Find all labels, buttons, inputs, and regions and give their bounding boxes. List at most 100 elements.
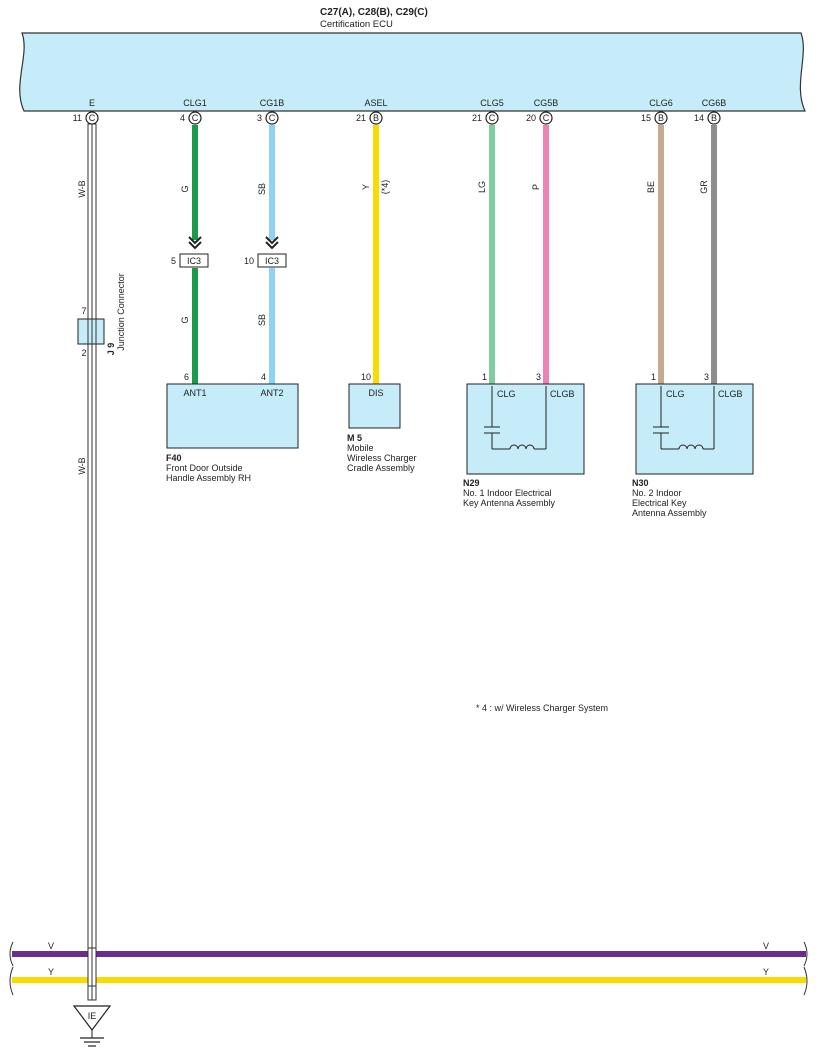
ecu-pin-asel: 21 B <box>356 111 383 125</box>
terminal-e-label: E <box>89 98 95 108</box>
m5-line3: Cradle Assembly <box>347 463 415 473</box>
wire-label-w-b-upper: W-B <box>77 180 87 197</box>
terminal-clg5-label: CLG5 <box>480 98 504 108</box>
n30-lc-circuit <box>653 386 715 450</box>
n30-line3: Antenna Assembly <box>632 508 707 518</box>
f40-terminal-2: ANT2 <box>260 388 283 398</box>
bus-label-y-right: Y <box>763 967 769 977</box>
ic3-label-left: IC3 <box>187 256 201 266</box>
n29-pin-2: 3 <box>536 372 541 382</box>
svg-text:C: C <box>89 113 96 123</box>
footnote: * 4 : w/ Wireless Charger System <box>476 703 608 713</box>
n30-code: N30 <box>632 478 649 488</box>
svg-text:4: 4 <box>180 113 185 123</box>
f40-pin-2: 4 <box>261 372 266 382</box>
svg-text:B: B <box>658 113 664 123</box>
svg-text:C: C <box>192 113 199 123</box>
wire-label-sb-upper: SB <box>257 183 267 195</box>
ecu-pin-e: 11 C <box>73 111 99 125</box>
wire-label-be: BE <box>646 181 656 193</box>
ic3-pin-right: 10 <box>244 256 254 266</box>
wire-label-p: P <box>531 184 541 190</box>
component-m5: 10 DIS M 5 Mobile Wireless Charger Cradl… <box>347 372 417 473</box>
terminal-cg1b-label: CG1B <box>260 98 285 108</box>
ecu-pin-clg6: 15 B <box>641 111 668 125</box>
svg-text:C: C <box>543 113 550 123</box>
m5-pin-1: 10 <box>361 372 371 382</box>
ecu-codes: C27(A), C28(B), C29(C) <box>320 7 428 18</box>
ic3-connector-g: IC3 5 <box>171 236 209 268</box>
ic3-connector-sb: IC3 10 <box>244 236 287 268</box>
junction-pin-bottom: 2 <box>81 348 86 358</box>
terminal-asel-label: ASEL <box>364 98 387 108</box>
svg-text:14: 14 <box>694 113 704 123</box>
bus-lines: V V Y Y <box>9 941 808 996</box>
terminal-cg5b-label: CG5B <box>534 98 559 108</box>
n30-pin-2: 3 <box>704 372 709 382</box>
m5-line1: Mobile <box>347 443 374 453</box>
svg-text:11: 11 <box>73 113 82 123</box>
svg-text:C: C <box>269 113 276 123</box>
ic3-label-right: IC3 <box>265 256 279 266</box>
n29-terminal-2: CLGB <box>550 389 575 399</box>
junction-name: Junction Connector <box>116 273 126 351</box>
wire-label-g-upper: G <box>180 185 190 192</box>
component-f40: 6 4 ANT1 ANT2 F40 Front Door Outside Han… <box>166 372 299 483</box>
certification-ecu-box <box>19 32 806 112</box>
ecu-pin-cg5b: 20 C <box>526 111 553 125</box>
wire-label-sb-lower: SB <box>257 314 267 326</box>
svg-text:20: 20 <box>526 113 536 123</box>
n29-pin-1: 1 <box>482 372 487 382</box>
wire-label-y: Y <box>361 184 371 190</box>
m5-terminal-1: DIS <box>368 388 383 398</box>
f40-line1: Front Door Outside <box>166 463 243 473</box>
ecu-pin-clg1: 4 C <box>180 111 202 125</box>
bus-label-y-left: Y <box>48 967 54 977</box>
n29-terminal-1: CLG <box>497 389 516 399</box>
f40-code: F40 <box>166 453 182 463</box>
svg-text:B: B <box>711 113 717 123</box>
ground-label: IE <box>88 1011 97 1021</box>
svg-text:C: C <box>489 113 496 123</box>
n29-lc-circuit <box>484 386 547 450</box>
f40-pin-1: 6 <box>184 372 189 382</box>
n30-pin-1: 1 <box>651 372 656 382</box>
ecu-pin-cg1b: 3 C <box>257 111 279 125</box>
svg-text:B: B <box>373 113 379 123</box>
m5-line2: Wireless Charger <box>347 453 417 463</box>
bus-label-v-left: V <box>48 941 54 951</box>
n29-line2: Key Antenna Assembly <box>463 498 556 508</box>
wire-label-gr: GR <box>699 180 709 194</box>
junction-pin-top: 7 <box>81 306 86 316</box>
n30-terminal-2: CLGB <box>718 389 743 399</box>
n29-code: N29 <box>463 478 480 488</box>
component-n29: 1 3 CLG CLGB N29 No. 1 Indoor Electrical… <box>463 372 585 508</box>
svg-text:21: 21 <box>472 113 482 123</box>
junction-code: J 9 <box>106 343 116 356</box>
svg-text:15: 15 <box>641 113 651 123</box>
terminal-cg6b-label: CG6B <box>702 98 727 108</box>
ecu-pin-clg5: 21 C <box>472 111 499 125</box>
ecu-name: Certification ECU <box>320 19 393 30</box>
n30-line1: No. 2 Indoor <box>632 488 682 498</box>
terminal-clg6-label: CLG6 <box>649 98 673 108</box>
wire-label-y-note: (*4) <box>380 180 390 195</box>
f40-terminal-1: ANT1 <box>183 388 206 398</box>
bus-label-v-right: V <box>763 941 769 951</box>
m5-code: M 5 <box>347 433 362 443</box>
wire-w-b <box>87 123 97 1001</box>
ic3-pin-left: 5 <box>171 256 176 266</box>
component-n30: 1 3 CLG CLGB N30 No. 2 Indoor Electrical… <box>632 372 754 518</box>
svg-text:3: 3 <box>257 113 262 123</box>
n30-line2: Electrical Key <box>632 498 687 508</box>
wire-label-g-lower: G <box>180 316 190 323</box>
svg-text:21: 21 <box>356 113 366 123</box>
f40-line2: Handle Assembly RH <box>166 473 251 483</box>
ecu-pin-cg6b: 14 B <box>694 111 721 125</box>
ground-ie: IE <box>72 1005 112 1047</box>
n30-terminal-1: CLG <box>666 389 685 399</box>
n29-line1: No. 1 Indoor Electrical <box>463 488 552 498</box>
terminal-clg1-label: CLG1 <box>183 98 207 108</box>
wire-label-lg: LG <box>477 181 487 193</box>
